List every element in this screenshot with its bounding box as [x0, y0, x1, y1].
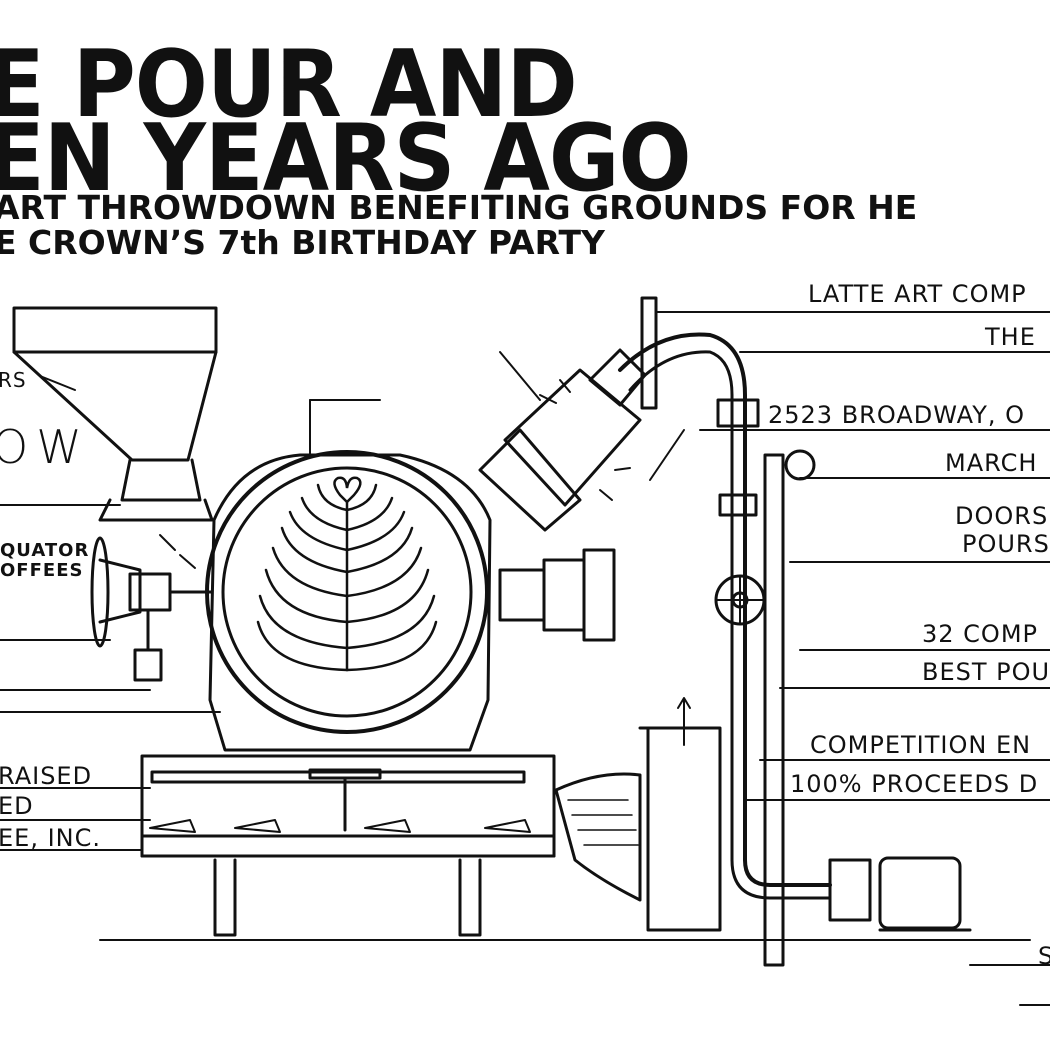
label-ee-inc: EE, INC. [0, 824, 102, 852]
latte-art-rosetta-icon [256, 476, 438, 672]
label-proceeds: 100% PROCEEDS D [790, 770, 1039, 798]
label-latte-art-competition: LATTE ART COMP [808, 280, 1027, 308]
label-quator: QUATOR [0, 540, 90, 561]
label-best-pour: BEST POU [922, 658, 1050, 686]
label-pours: POURS [962, 530, 1050, 558]
label-march: MARCH [945, 449, 1038, 477]
headline-line-1: E POUR AND [0, 30, 578, 139]
label-s: S [1038, 942, 1050, 970]
label-doors: DOORS [955, 502, 1049, 530]
label-offees: OFFEES [0, 560, 84, 581]
subheadline-line-2: E CROWN’S 7th BIRTHDAY PARTY [0, 223, 605, 262]
label-the: THE [985, 323, 1036, 351]
label-ow: OW [0, 420, 90, 474]
label-raised: RAISED [0, 762, 93, 790]
headline-line-2: EN YEARS AGO [0, 104, 692, 213]
label-competitors: 32 COMP [922, 620, 1038, 648]
label-rs: RS [0, 368, 27, 392]
subheadline-line-1: ART THROWDOWN BENEFITING GROUNDS FOR HE [0, 188, 918, 227]
label-address: 2523 BROADWAY, O [768, 401, 1025, 429]
label-ed: ED [0, 792, 34, 820]
label-competition-entry: COMPETITION EN [810, 731, 1032, 759]
